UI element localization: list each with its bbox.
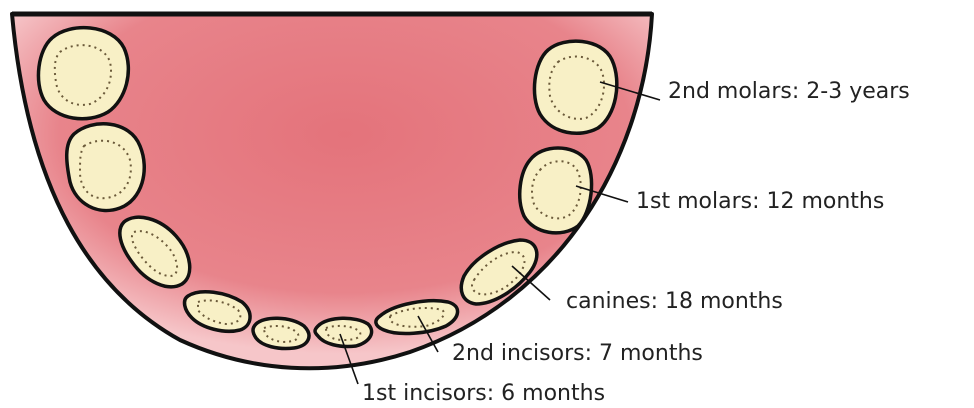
tooth-left-first-molar [67,124,145,211]
label-second-incisors: 2nd incisors: 7 months [452,341,703,366]
tooth-left-first-incisor [253,318,309,348]
label-second-molars: 2nd molars: 2-3 years [668,79,910,104]
label-canines: canines: 18 months [566,289,783,314]
label-first-incisors: 1st incisors: 6 months [362,381,605,406]
label-first-molars: 1st molars: 12 months [636,189,884,214]
